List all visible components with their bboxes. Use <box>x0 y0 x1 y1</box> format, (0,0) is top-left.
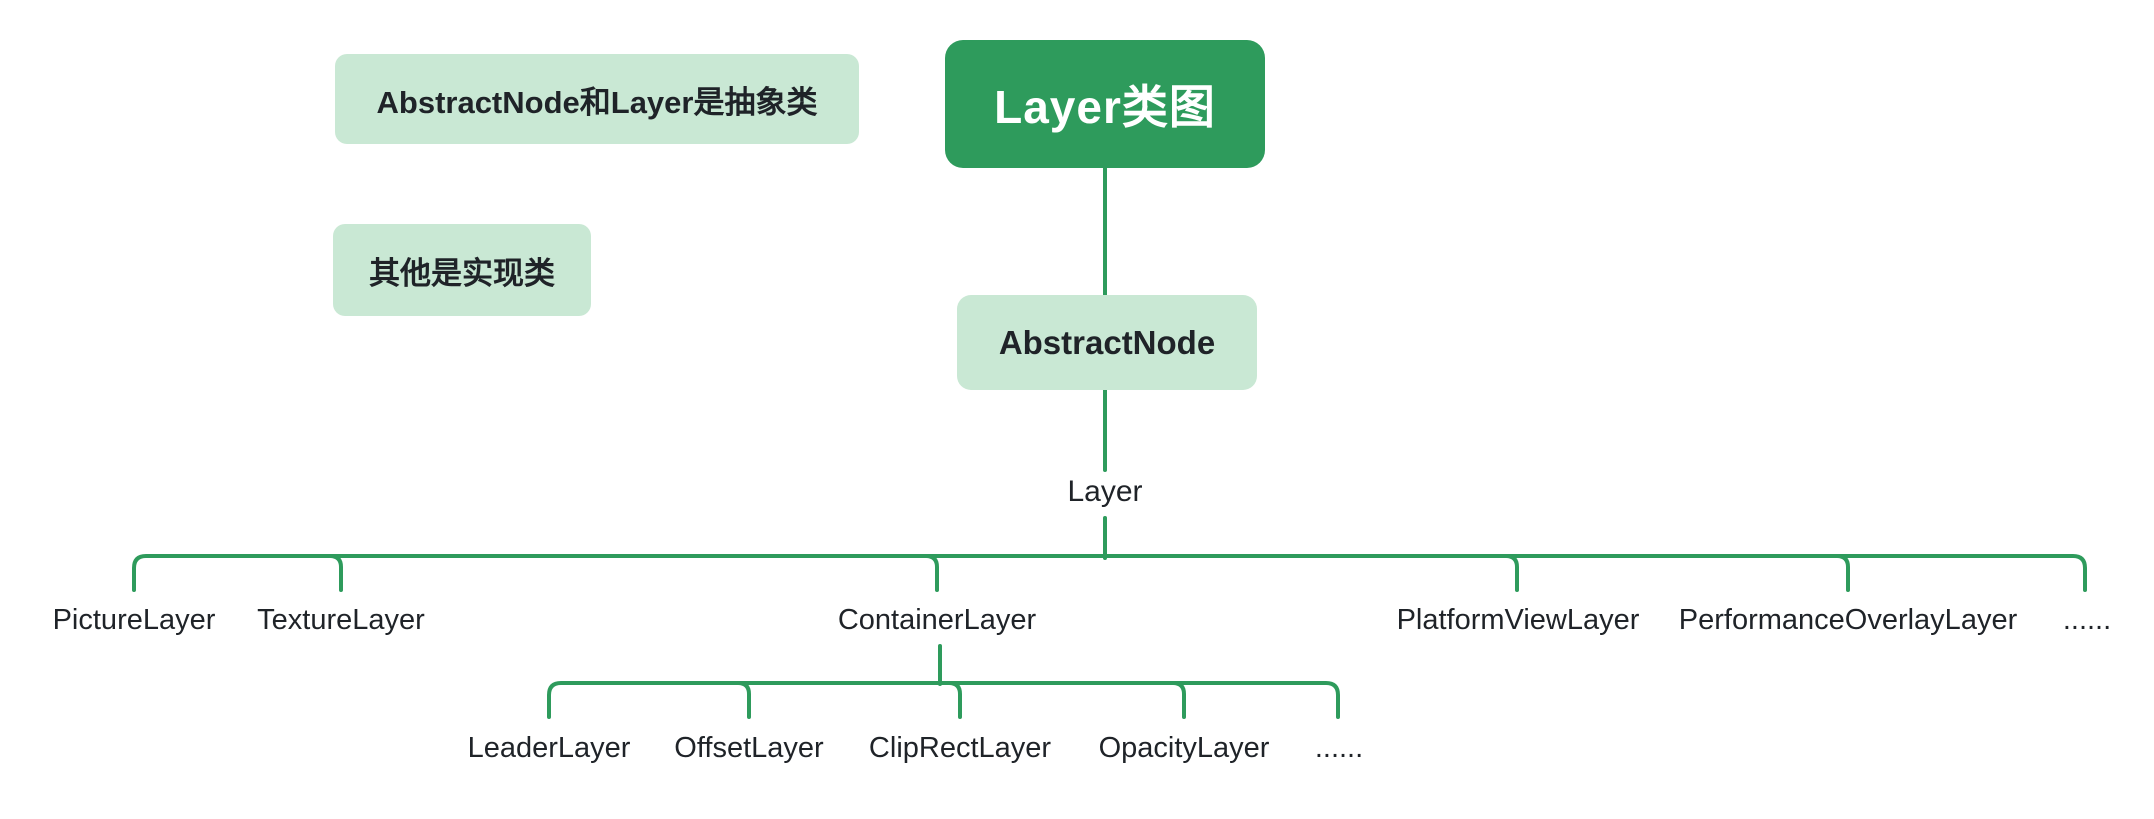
node-leaderlayer: LeaderLayer <box>467 732 631 764</box>
root-node-label: Layer类图 <box>994 81 1216 133</box>
note-abstract-classes: AbstractNode和Layer是抽象类 <box>335 54 859 144</box>
drop-offsetlayer <box>736 681 751 719</box>
root-node-layer-class-diagram: Layer类图 <box>945 40 1265 168</box>
node-offsetlayer: OffsetLayer <box>674 732 824 764</box>
node-picturelayer: PictureLayer <box>52 604 216 636</box>
rail-layer-children <box>132 554 2087 592</box>
node-platformviewlayer: PlatformViewLayer <box>1396 604 1640 636</box>
node-abstractnode-label: AbstractNode <box>998 323 1216 361</box>
node-cliprectlayer: ClipRectLayer <box>868 732 1052 764</box>
rail-container-children <box>547 681 1340 719</box>
node-layer: Layer <box>1067 475 1143 508</box>
drop-cliprectlayer <box>947 681 962 719</box>
note-abstract-classes-label: AbstractNode和Layer是抽象类 <box>376 84 818 120</box>
node-abstractnode: AbstractNode <box>957 295 1257 390</box>
drop-texturelayer <box>328 554 343 592</box>
node-container-children-ellipsis: ...... <box>1314 732 1364 764</box>
drop-platformviewlayer <box>1504 554 1519 592</box>
note-implementation-classes-label: 其他是实现类 <box>369 255 555 291</box>
node-containerlayer: ContainerLayer <box>837 604 1037 636</box>
node-performanceoverlaylayer: PerformanceOverlayLayer <box>1678 604 2018 636</box>
node-opacitylayer: OpacityLayer <box>1098 732 1270 764</box>
drop-performanceoverlaylayer <box>1835 554 1850 592</box>
drop-opacitylayer <box>1171 681 1186 719</box>
node-texturelayer: TextureLayer <box>257 604 425 636</box>
drop-containerlayer <box>924 554 939 592</box>
node-layer-children-ellipsis: ...... <box>2062 604 2112 636</box>
note-implementation-classes: 其他是实现类 <box>333 224 591 316</box>
